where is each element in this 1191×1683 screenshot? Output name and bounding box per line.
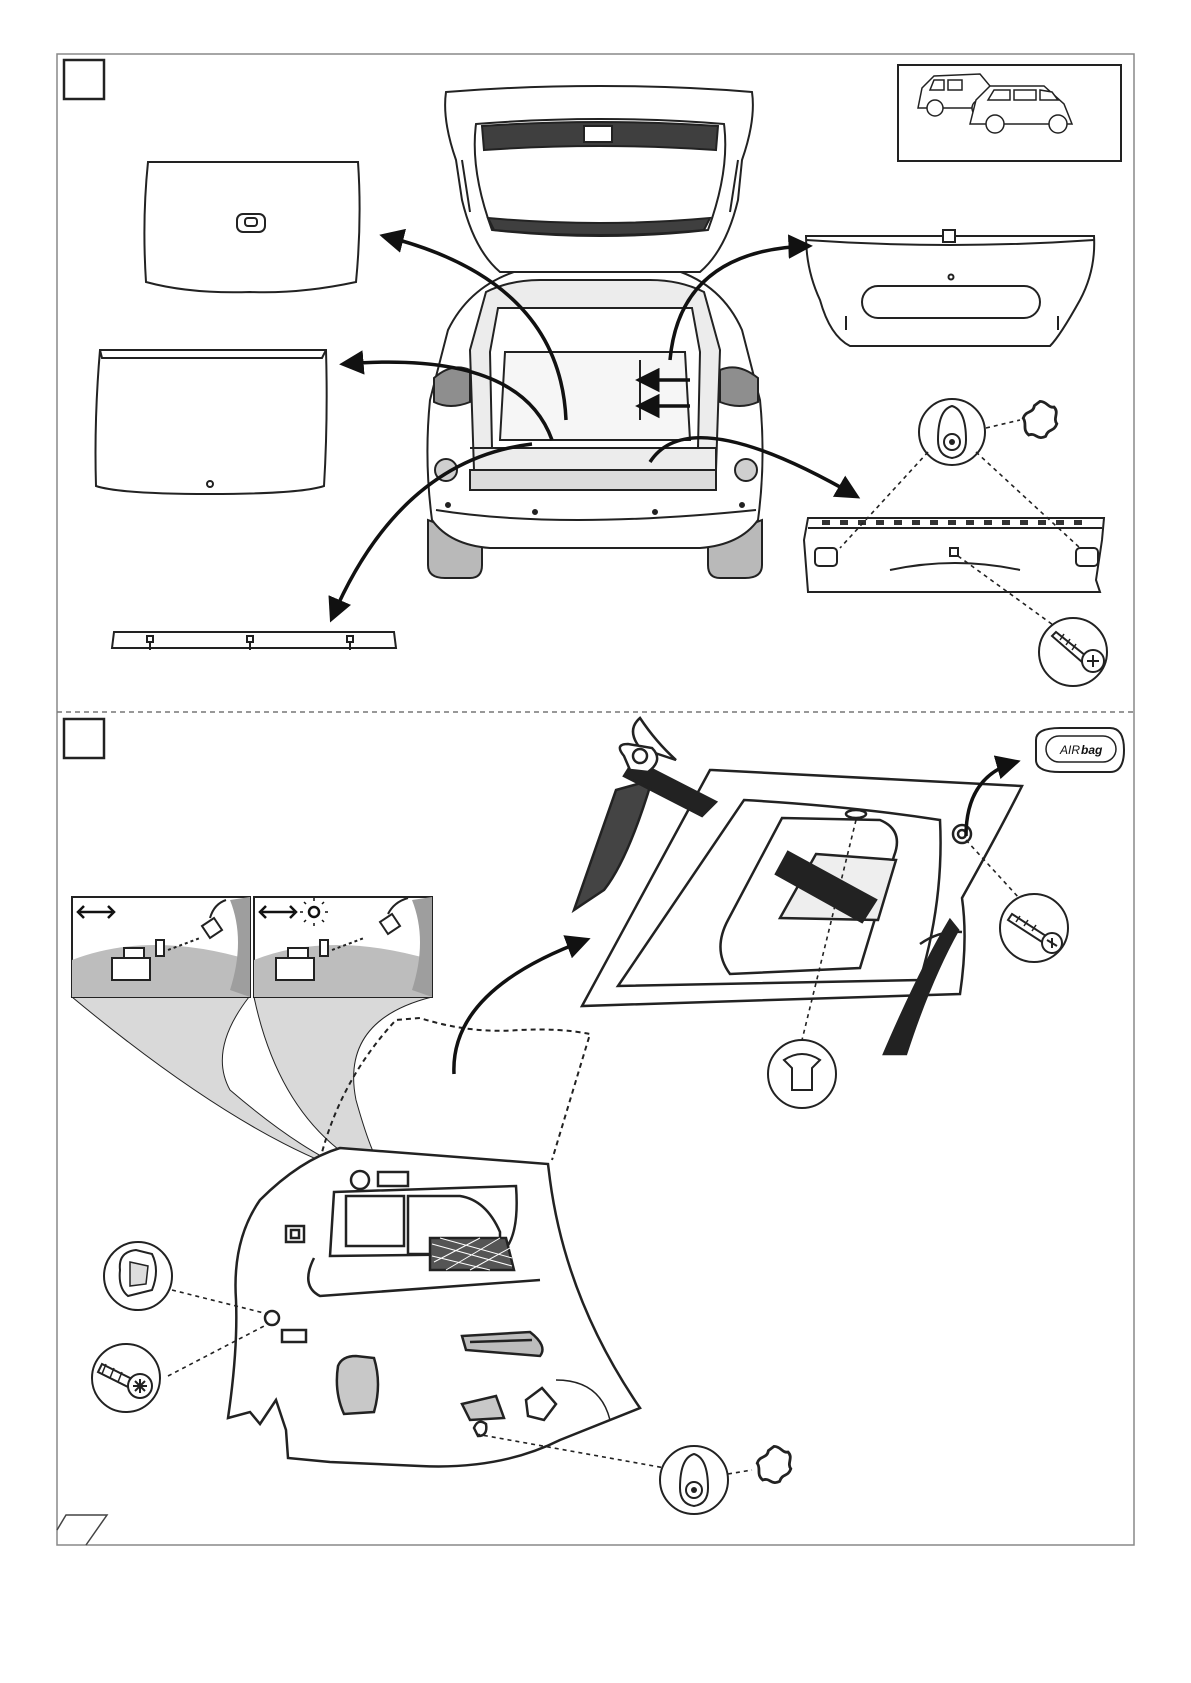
boot-sill-strip: [112, 632, 396, 650]
left-tail-lamp: [434, 367, 470, 406]
page-corner-tab: [57, 1515, 107, 1545]
step-1-box: [64, 60, 104, 99]
pillar-dark-panel: [574, 780, 652, 910]
airbag-cover: AIR bag: [1036, 728, 1124, 772]
hook-clip-detail: [840, 399, 1080, 630]
parcel-shelf-upper: [144, 162, 359, 292]
airbag-label: AIR: [1059, 743, 1080, 757]
connector-inset-left: [72, 897, 250, 997]
side-pocket: [337, 1356, 378, 1414]
screw-detail: [1039, 618, 1107, 686]
step-2-box: [64, 719, 104, 758]
rear-shelf-panel: [806, 230, 1094, 346]
connector-inset-right: [254, 897, 432, 997]
inset-projection: [72, 997, 432, 1170]
boot-floor-panel: [96, 350, 327, 494]
vehicle-reference-thumbnail: [898, 65, 1121, 161]
torx-icon: [757, 1446, 791, 1482]
shelf-recess: [862, 286, 1040, 318]
car-rear-open-tailgate: [427, 86, 762, 578]
quarter-trim-panel: [228, 1148, 640, 1466]
torx-icon: [1023, 401, 1057, 437]
right-tail-lamp: [720, 367, 758, 406]
upper-pillar-trim: [574, 718, 1022, 1054]
airbag-label-suffix: bag: [1081, 743, 1103, 757]
